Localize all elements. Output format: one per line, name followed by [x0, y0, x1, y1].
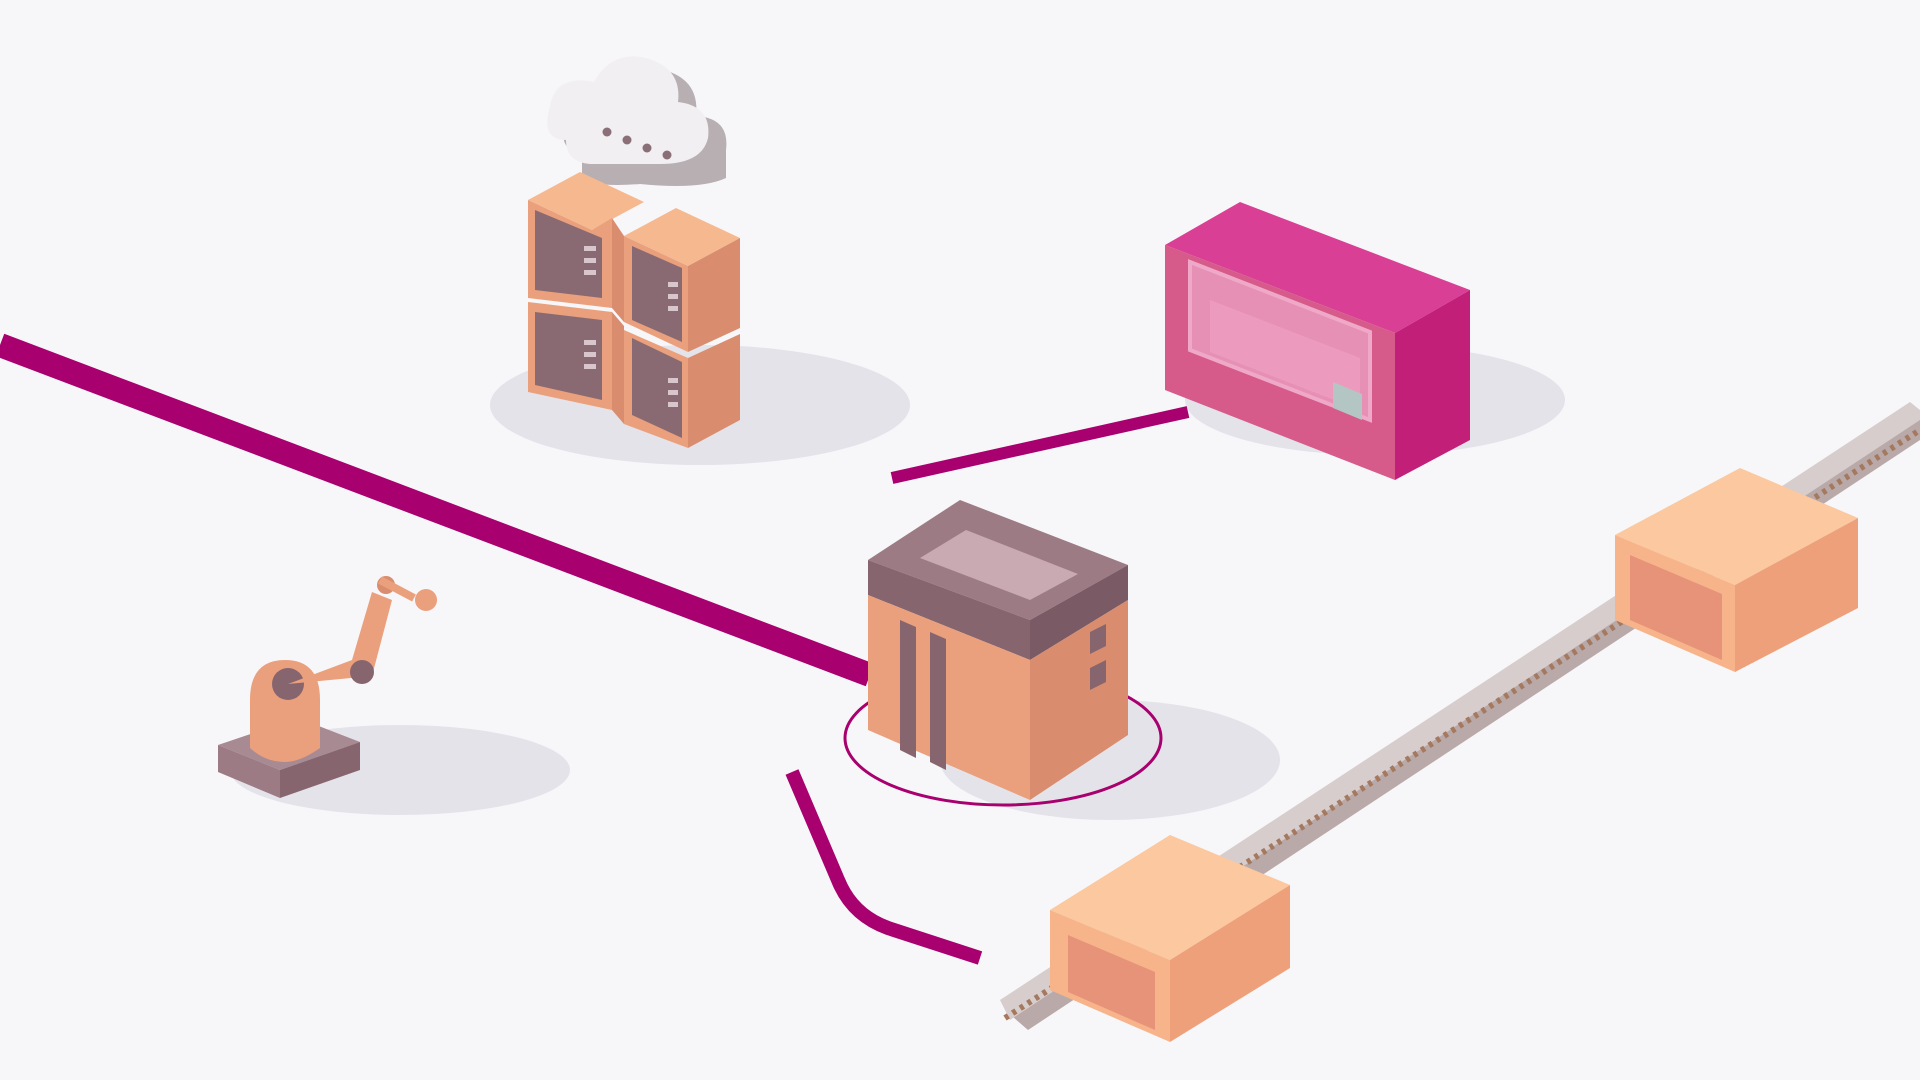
cloud-icon [547, 56, 727, 186]
server-rack-icon [528, 172, 740, 448]
cloud-dot [642, 143, 652, 153]
network-lines [0, 333, 1190, 965]
cloud-dot [602, 127, 612, 137]
conveyor-belt-icon [1000, 402, 1920, 1042]
tunnel-near [1050, 835, 1290, 960]
cloud-dot [622, 135, 632, 145]
tunnel-far [1615, 468, 1858, 585]
printer-network-line [890, 406, 1190, 484]
machine-unit-icon [868, 500, 1128, 800]
conveyor-network-line [785, 769, 983, 965]
3d-printer-icon [1165, 202, 1470, 480]
main-network-line [0, 333, 875, 687]
robot-arm-icon [218, 576, 437, 798]
cloud-dot [662, 150, 672, 160]
